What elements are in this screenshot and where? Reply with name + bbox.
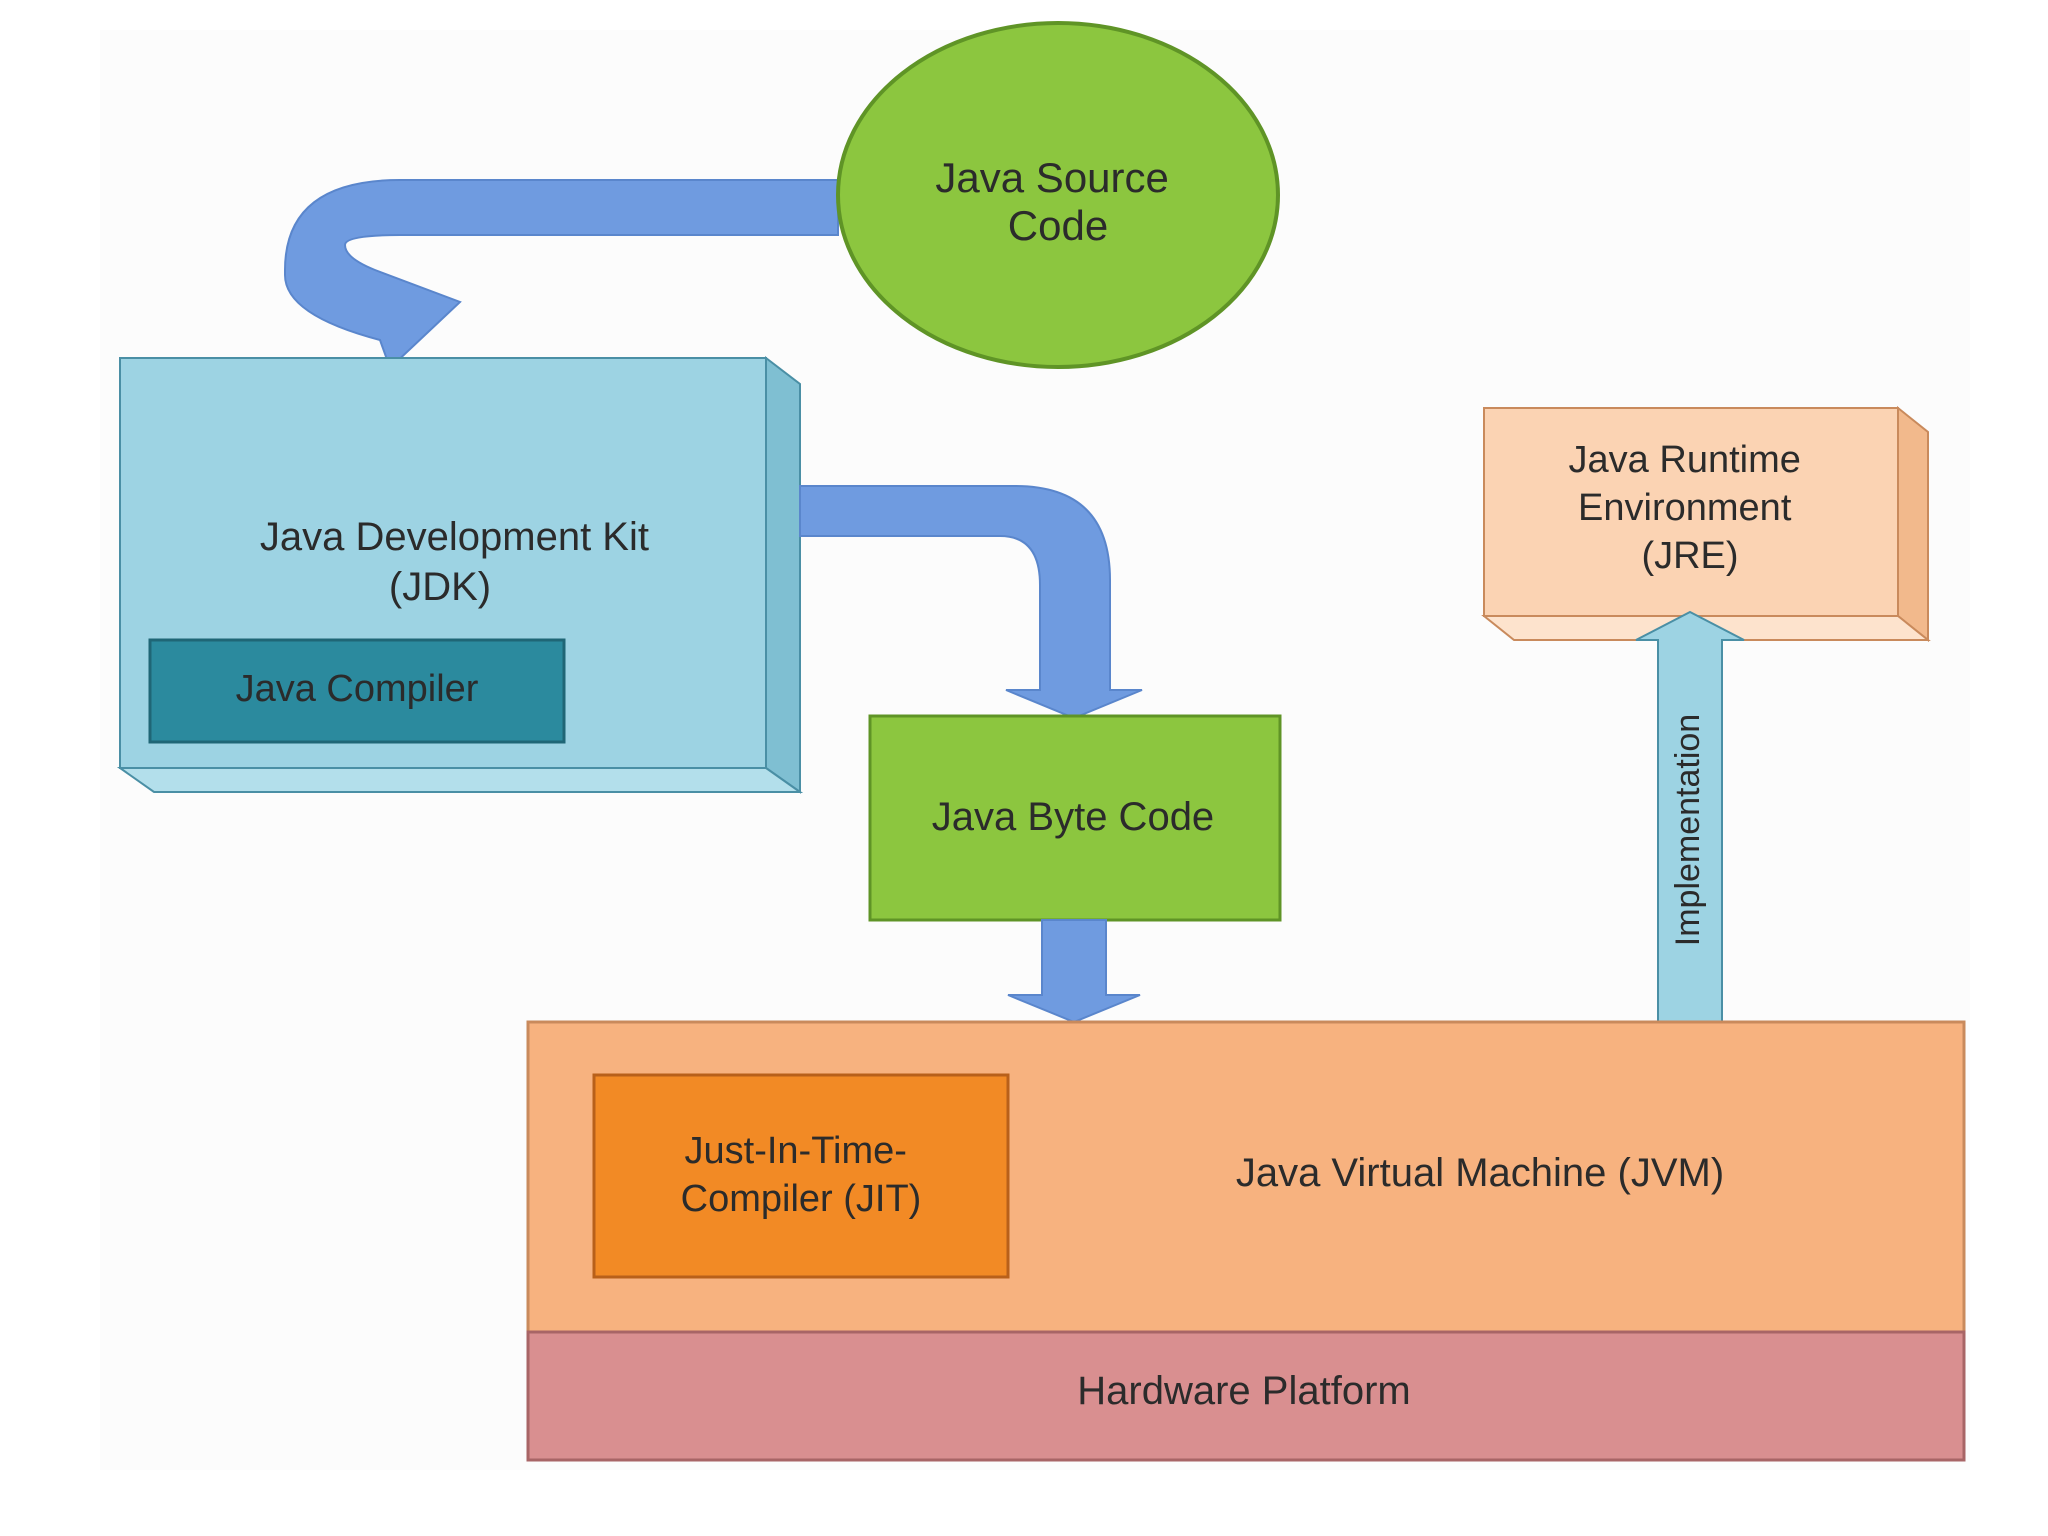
implementation-arrow [1635, 610, 1745, 1026]
jit-line1: Just-In-Time- [685, 1130, 907, 1172]
arrow-source-to-jdk [284, 179, 839, 370]
jre-line2: Environment [1578, 487, 1792, 529]
jvm-label: Java Virtual Machine (JVM) [1236, 1151, 1724, 1195]
jdk-line1: Java Development Kit [260, 515, 649, 559]
jre-label: Java Runtime Environment (JRE) [1569, 439, 1812, 577]
jit-line2: Compiler (JIT) [681, 1178, 922, 1220]
jit-box [592, 1073, 1010, 1279]
arrow-bytecode-to-jvm [1007, 919, 1141, 1024]
java-byte-code-box [868, 714, 1282, 922]
java-source-code-line2: Code [1008, 202, 1108, 249]
jdk-line2: (JDK) [389, 565, 491, 609]
jre-line1: Java Runtime [1569, 439, 1801, 481]
java-source-code-label: Java Source Code [935, 154, 1180, 249]
jit-label: Just-In-Time- Compiler (JIT) [681, 1130, 922, 1220]
jre-line3: (JRE) [1641, 535, 1738, 577]
java-compiler-box [148, 638, 566, 744]
arrow-jdk-to-bytecode [799, 485, 1143, 720]
hardware-platform-label: Hardware Platform [1077, 1369, 1410, 1413]
java-source-code-line1: Java Source [935, 154, 1168, 201]
java-source-code-circle [836, 21, 1280, 369]
java-compiler-label: Java Compiler [236, 668, 479, 710]
java-byte-code-label: Java Byte Code [932, 795, 1214, 839]
implementation-label: Implementation [1669, 714, 1707, 946]
jdk-label: Java Development Kit (JDK) [260, 515, 660, 609]
hardware-platform-box [526, 1330, 1966, 1462]
